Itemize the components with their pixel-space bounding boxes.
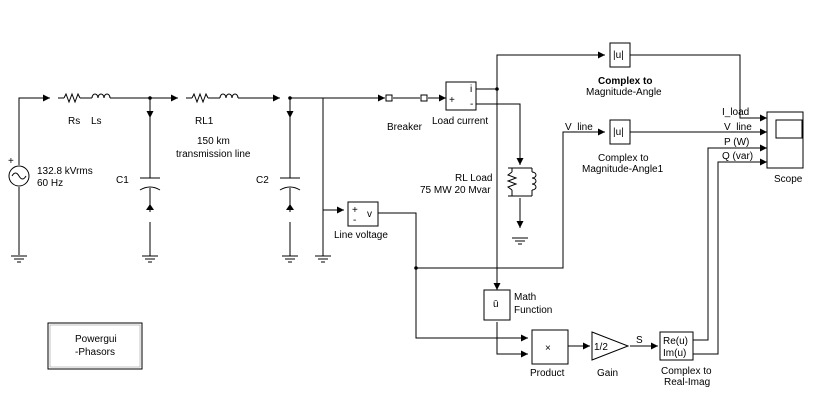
ground-icon	[282, 255, 298, 263]
c2m-label-2b: Magnitude-Angle1	[582, 164, 664, 175]
c2ri-label-1: Complex to	[661, 366, 712, 377]
complex-to-magnitude-angle1-block[interactable]: |u|	[609, 119, 631, 145]
meter-minus-port: -	[470, 99, 473, 110]
product-symbol: ×	[545, 343, 551, 354]
line-length-label: 150 km	[197, 136, 230, 147]
scope-input-label: P (W)	[724, 137, 749, 148]
math-function-block[interactable]: ū	[483, 289, 511, 321]
s-signal-label: S	[636, 335, 643, 346]
math-label-2: Function	[514, 305, 552, 316]
source-voltage-label: 132.8 kVrms	[37, 166, 93, 177]
im-port: Im(u)	[663, 348, 686, 359]
capacitor-c1[interactable]	[139, 177, 161, 210]
gain-block[interactable]: 1/2	[591, 331, 630, 361]
signal-wires	[378, 51, 767, 358]
load-current-meter[interactable]: i + -	[445, 81, 477, 111]
abs-symbol: |u|	[613, 50, 624, 61]
line-name-label: transmission line	[176, 149, 251, 160]
meter-i-port: i	[470, 84, 472, 95]
vm-v-port: v	[367, 209, 372, 220]
powergui-label-2: -Phasors	[75, 347, 115, 358]
rs-ls-impedance[interactable]	[58, 92, 112, 104]
c1-label: C1	[116, 175, 129, 186]
ls-label: Ls	[91, 116, 102, 127]
junctions	[148, 87, 499, 270]
powergui-label-1: Powergui	[75, 334, 117, 345]
scope-input-label: Q (var)	[722, 151, 753, 162]
c2ri-label-2: Real-Imag	[664, 377, 710, 388]
scope-input-label: I_load	[722, 107, 749, 118]
rl-load-rating: 75 MW 20 Mvar	[420, 185, 491, 196]
line-voltage-label: Line voltage	[334, 230, 388, 241]
re-port: Re(u)	[663, 336, 688, 347]
c2m-label-1: Complex to	[598, 76, 652, 87]
rs-label: Rs	[68, 116, 80, 127]
gain-label: Gain	[597, 368, 618, 379]
rl-load-label: RL Load	[455, 173, 492, 184]
gain-value: 1/2	[594, 342, 608, 353]
scope-label: Scope	[774, 174, 803, 185]
scope-block[interactable]	[766, 111, 804, 169]
rl1-transmission-line[interactable]	[186, 92, 240, 104]
ground-icon	[512, 237, 528, 245]
ground-icon	[315, 255, 331, 263]
ground-icon	[11, 255, 27, 263]
source-plus: +	[8, 156, 14, 167]
scope-input-label: V_line	[724, 122, 752, 133]
math-symbol: ū	[493, 299, 499, 310]
complex-to-magnitude-angle-block[interactable]: |u|	[609, 42, 631, 68]
source-frequency-label: 60 Hz	[37, 178, 63, 189]
rl-load[interactable]	[506, 167, 537, 197]
capacitor-c2[interactable]	[279, 177, 301, 210]
complex-to-real-imag-block[interactable]: Re(u) Im(u)	[659, 331, 694, 361]
c2m-label-2: Complex to	[598, 153, 649, 164]
vm-minus-port: -	[353, 215, 356, 226]
ground-icon	[142, 255, 158, 263]
breaker[interactable]	[385, 94, 428, 102]
v-line-signal-label: V_line	[565, 122, 593, 133]
c2-label: C2	[256, 175, 269, 186]
vm-plus-port: +	[352, 205, 358, 216]
powergui-block[interactable]: Powergui -Phasors	[47, 322, 143, 370]
math-label-1: Math	[514, 292, 536, 303]
line-voltage-meter[interactable]: + - v	[347, 201, 379, 227]
rl1-label: RL1	[195, 116, 214, 127]
product-block[interactable]: ×	[531, 329, 569, 365]
product-label: Product	[530, 368, 565, 379]
breaker-label: Breaker	[387, 122, 423, 133]
meter-plus-port: +	[449, 95, 455, 106]
load-current-label: Load current	[432, 116, 488, 127]
ac-voltage-source[interactable]: +	[8, 156, 30, 187]
abs-symbol: |u|	[613, 127, 624, 138]
c2m-label-1b: Magnitude-Angle	[586, 87, 662, 98]
